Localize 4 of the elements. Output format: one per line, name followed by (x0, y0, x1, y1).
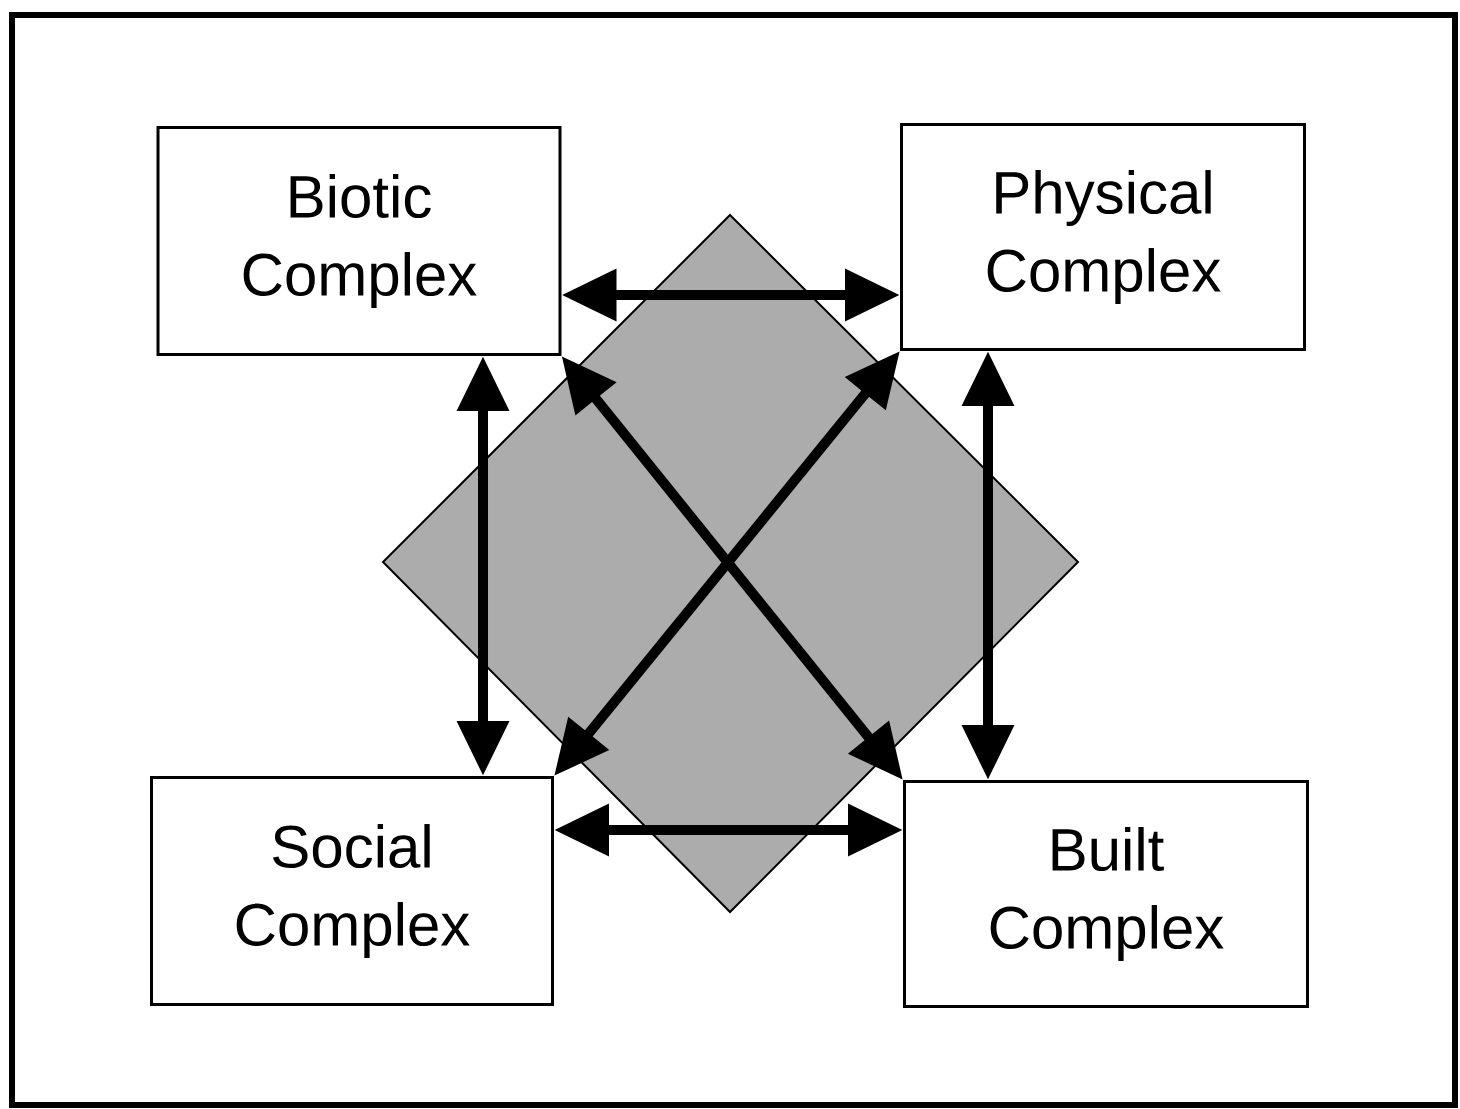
process-box: Social Complex (150, 776, 554, 1006)
process-box: Physical Complex (900, 123, 1306, 351)
process-box: Built Complex (903, 780, 1309, 1008)
process-box: Biotic Complex (156, 126, 562, 356)
